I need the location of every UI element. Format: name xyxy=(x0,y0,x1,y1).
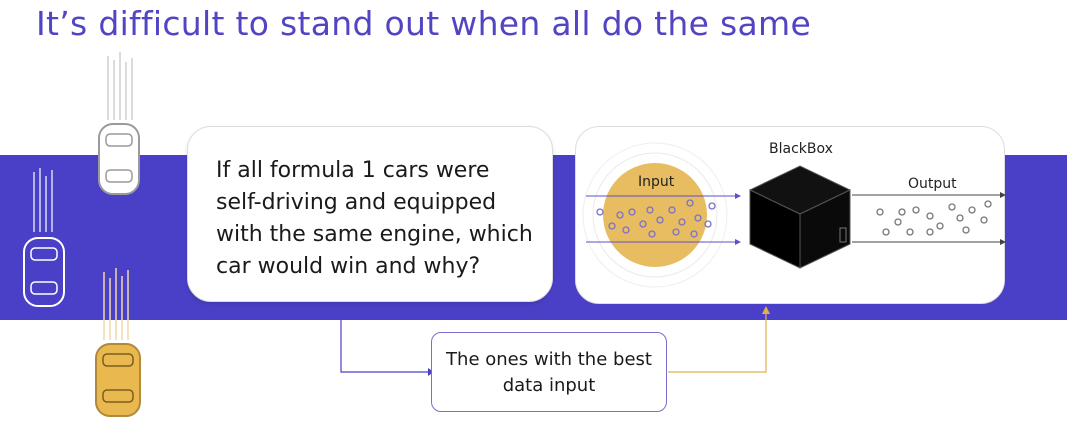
input-circle xyxy=(603,163,707,267)
input-data-points xyxy=(596,199,716,238)
answer-line-2: data input xyxy=(502,375,596,396)
connector-answer-to-blackbox xyxy=(668,312,767,373)
car-top-icon xyxy=(98,123,140,195)
blackbox-label: BlackBox xyxy=(769,141,833,157)
output-data-points xyxy=(876,200,992,236)
question-text: If all formula 1 cars were self-driving … xyxy=(216,158,533,279)
question-card: If all formula 1 cars were self-driving … xyxy=(187,126,553,302)
car-highlighted-icon xyxy=(95,343,141,417)
output-arrows xyxy=(852,194,1000,243)
input-rings xyxy=(582,142,728,288)
speed-lines-bottom xyxy=(103,268,129,340)
speed-lines-top xyxy=(107,52,133,120)
answer-box: The ones with the best data input xyxy=(431,332,667,412)
input-label: Input xyxy=(638,174,675,190)
blackbox-cube-icon xyxy=(748,165,852,269)
connector-question-to-answer xyxy=(340,320,428,373)
car-middle-icon xyxy=(23,237,65,307)
output-label: Output xyxy=(908,176,957,192)
speed-lines-middle xyxy=(33,168,53,232)
slide-title: It’s difficult to stand out when all do … xyxy=(36,4,812,43)
input-arrows xyxy=(586,195,735,243)
answer-line-1: The ones with the best xyxy=(446,349,652,370)
